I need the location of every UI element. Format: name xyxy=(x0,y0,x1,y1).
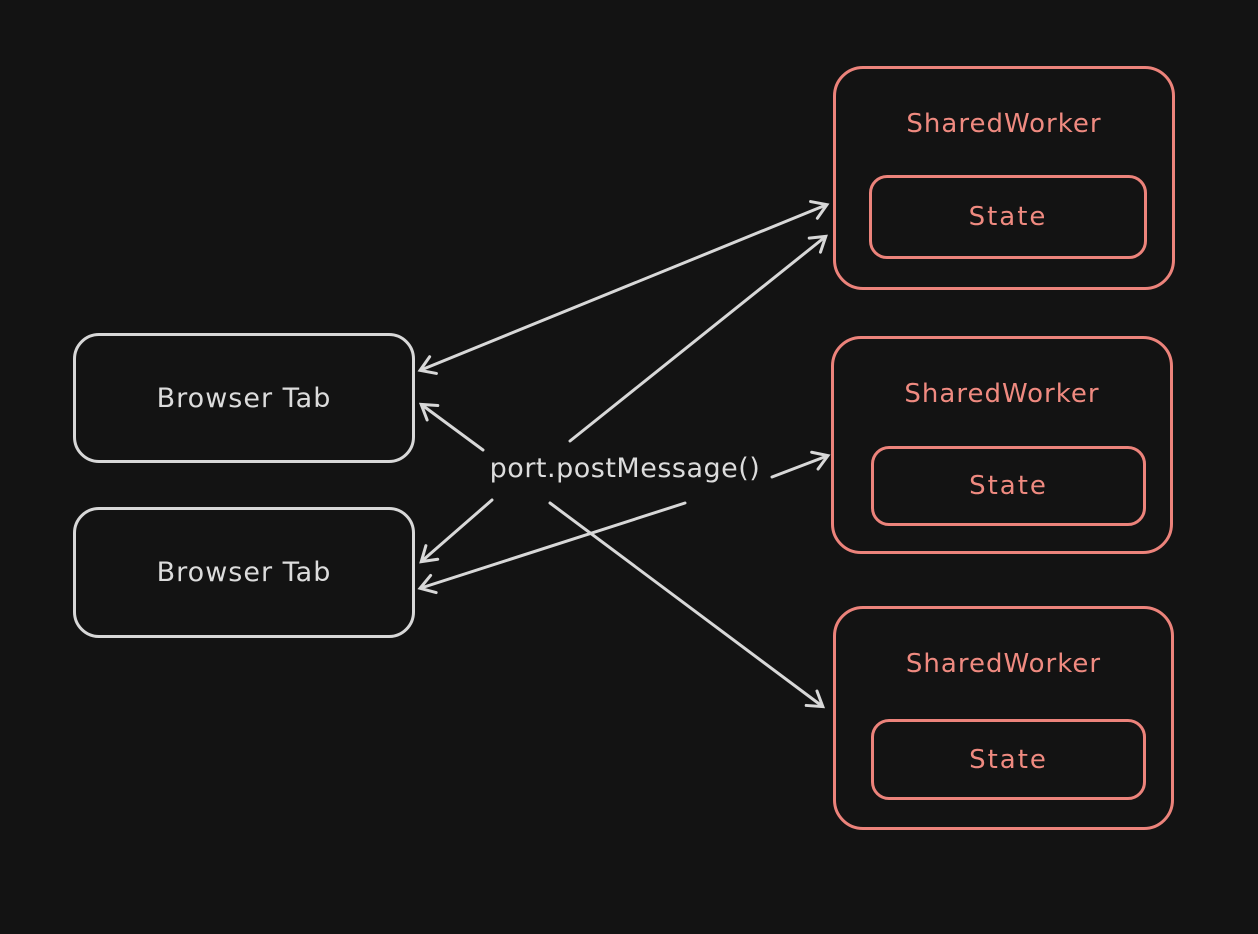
shared-worker-1-label: SharedWorker xyxy=(906,109,1102,139)
shared-worker-2-state-box: State xyxy=(871,446,1146,526)
shared-worker-3-state-box: State xyxy=(871,719,1146,800)
center-label: port.postMessage() xyxy=(489,453,761,484)
shared-worker-2-state-label: State xyxy=(969,471,1048,501)
shared-worker-1-state-label: State xyxy=(968,202,1048,232)
arrow-center-to-tab2-lower xyxy=(417,501,687,595)
arrow-center-to-worker3 xyxy=(548,501,826,709)
shared-worker-1-box: SharedWorker State xyxy=(833,66,1175,290)
shared-worker-2-label: SharedWorker xyxy=(904,379,1100,409)
browser-tab-2-box: Browser Tab xyxy=(73,507,415,638)
shared-worker-1-state-box: State xyxy=(869,175,1147,259)
arrow-center-to-tab2-upper xyxy=(419,498,494,564)
shared-worker-3-label: SharedWorker xyxy=(905,649,1102,679)
arrow-tab1-worker1-bidirectional xyxy=(417,200,830,375)
arrow-center-to-tab1 xyxy=(418,402,485,452)
arrow-center-to-worker1 xyxy=(568,234,828,443)
browser-tab-1-label: Browser Tab xyxy=(156,382,332,414)
shared-worker-3-state-label: State xyxy=(969,744,1048,775)
browser-tab-2-label: Browser Tab xyxy=(156,557,332,588)
browser-tab-1-box: Browser Tab xyxy=(73,333,415,463)
arrow-center-to-worker2 xyxy=(770,450,831,479)
shared-worker-3-box: SharedWorker State xyxy=(833,606,1174,830)
shared-worker-2-box: SharedWorker State xyxy=(831,336,1173,554)
